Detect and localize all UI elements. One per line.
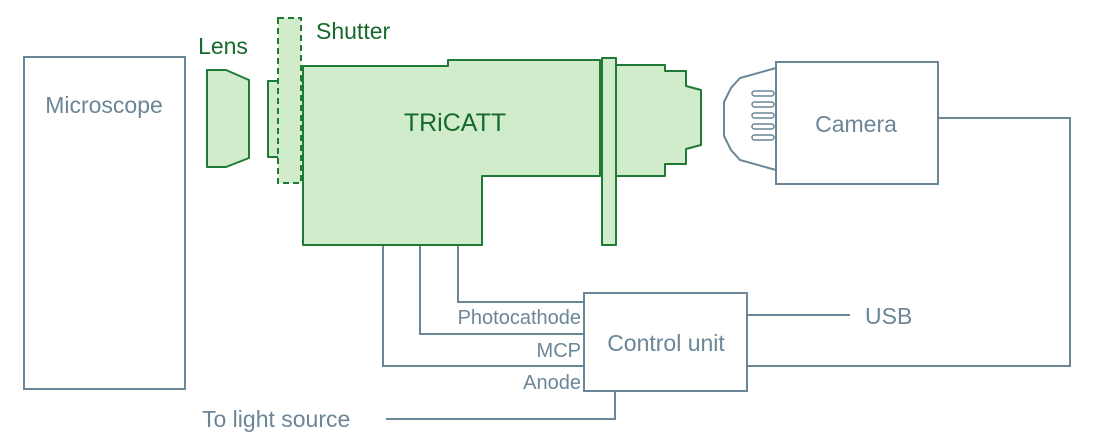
tricatt-mount-plate: [601, 57, 617, 246]
tricatt-label: TRiCATT: [404, 109, 506, 137]
photocathode-label: Photocathode: [458, 307, 581, 329]
usb-label: USB: [865, 303, 912, 329]
camera: Camera: [723, 61, 939, 185]
anode-wire: [382, 243, 584, 367]
anode-label: Anode: [523, 372, 581, 394]
control-unit-box: [583, 292, 748, 392]
light-source-label: To light source: [202, 406, 350, 432]
camera-grip-lines: [751, 90, 775, 141]
camera-body: [775, 61, 939, 185]
microscope-box: [23, 56, 186, 390]
mcp-wire: [419, 243, 584, 335]
microscope-label: Microscope: [45, 92, 163, 118]
tricatt-rear-section: [614, 64, 702, 177]
camera-wire: [747, 117, 1071, 367]
camera-label: Camera: [815, 111, 897, 137]
camera-lens-mount: [723, 66, 777, 172]
mcp-label: MCP: [537, 340, 581, 362]
tricatt-body: [302, 59, 601, 246]
shutter: [277, 17, 302, 184]
photocathode-wire: [457, 243, 584, 303]
light-source-wire: [386, 391, 616, 420]
shutter-label: Shutter: [316, 18, 390, 44]
lens-label: Lens: [198, 33, 248, 59]
control-unit-label: Control unit: [607, 330, 725, 356]
lens: [206, 69, 250, 168]
tricatt-unit: TRiCATT: [267, 57, 702, 246]
